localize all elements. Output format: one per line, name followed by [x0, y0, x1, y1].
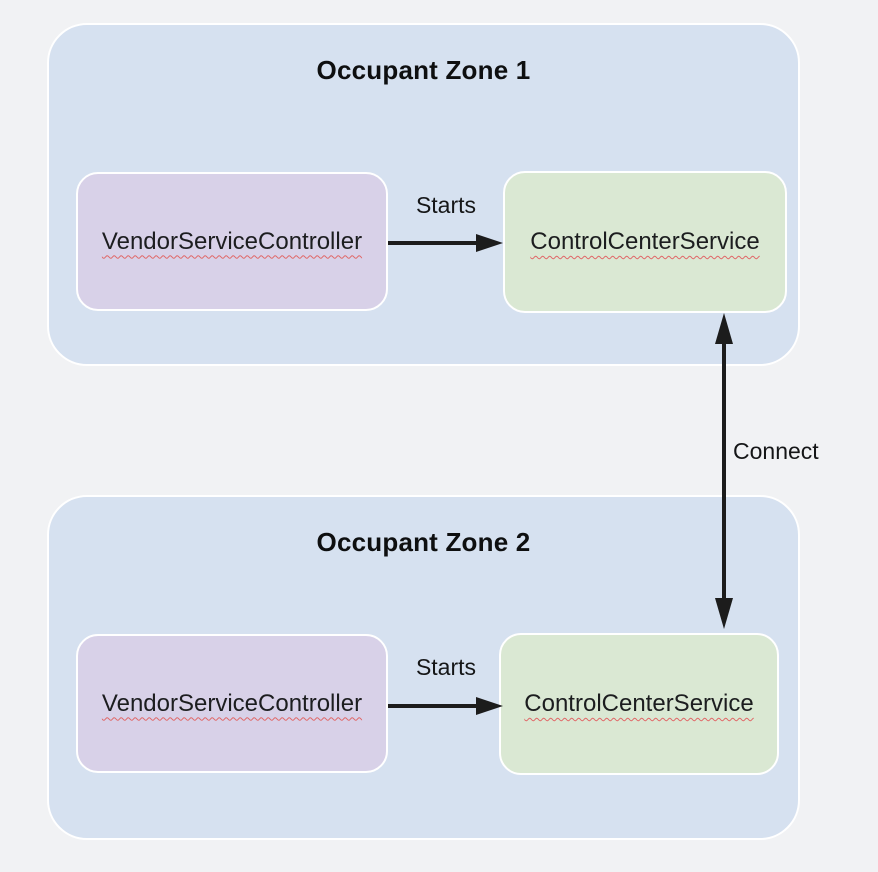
node-control-center-service-1[interactable]: ControlCenterService [503, 171, 787, 313]
node-vendor-service-controller-2[interactable]: VendorServiceController [76, 634, 388, 773]
starts-edge-label-1: Starts [415, 192, 477, 218]
node-label: ControlCenterService [530, 228, 760, 255]
node-label: ControlCenterService [524, 690, 754, 717]
connect-edge-label: Connect [733, 438, 819, 464]
arrow-right-icon[interactable] [388, 694, 504, 718]
zone-title: Occupant Zone 2 [316, 527, 531, 557]
double-arrow-vertical-icon[interactable] [710, 313, 738, 629]
zone-title: Occupant Zone 1 [316, 55, 531, 85]
node-control-center-service-2[interactable]: ControlCenterService [499, 633, 779, 775]
node-vendor-service-controller-1[interactable]: VendorServiceController [76, 172, 388, 311]
arrow-right-icon[interactable] [388, 231, 504, 255]
starts-edge-label-2: Starts [415, 654, 477, 680]
node-label: VendorServiceController [101, 689, 363, 717]
node-label: VendorServiceController [101, 227, 363, 255]
